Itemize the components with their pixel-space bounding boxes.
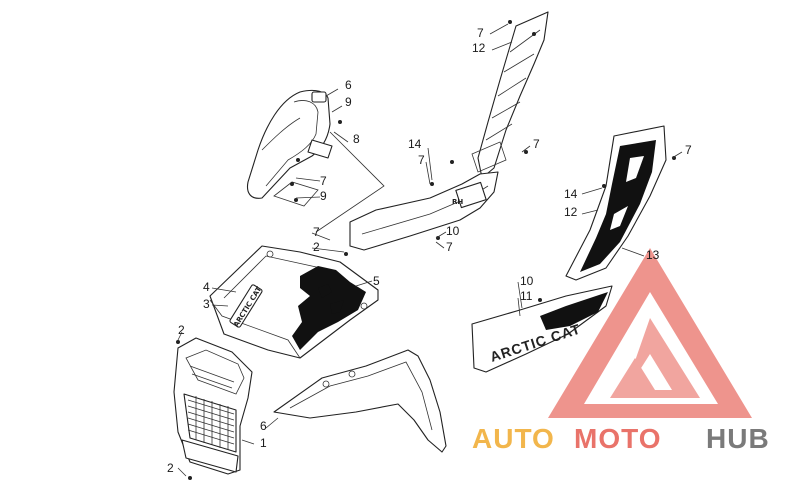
callout-13: 13	[646, 248, 660, 262]
callout-12: 12	[472, 41, 486, 55]
watermark-triangle	[548, 248, 752, 418]
watermark-word-moto: MOTO	[574, 423, 661, 454]
callout-6: 6	[345, 78, 352, 92]
hood-part: ARCTIC CAT	[209, 245, 379, 359]
callout-7: 7	[313, 225, 320, 239]
watermark-wordmark: AUTO MOTO HUB	[472, 423, 770, 454]
callout-7: 7	[418, 153, 425, 167]
hood-splash-decal	[292, 266, 366, 350]
callout-11: 11	[520, 289, 533, 303]
callout-6: 6	[260, 419, 267, 433]
side-decal-panel-part: ARCTIC CAT	[471, 125, 667, 373]
leader-lines	[177, 23, 683, 477]
callout-7: 7	[533, 137, 540, 151]
callout-3: 3	[203, 297, 210, 311]
callout-5: 5	[373, 274, 380, 288]
callout-7: 7	[477, 26, 484, 40]
callout-14: 14	[408, 137, 422, 151]
watermark-word-auto: AUTO	[472, 423, 555, 454]
callout-7: 7	[446, 240, 453, 254]
callout-9: 9	[320, 189, 327, 203]
front-fender-part	[273, 349, 447, 453]
callout-12: 12	[564, 205, 578, 219]
callout-9: 9	[345, 95, 352, 109]
callout-1: 1	[260, 436, 267, 450]
callout-7: 7	[685, 143, 692, 157]
callout-labels: 6 9 8 7 9 7 2 4 3 5 2 6 1 2 7 12 14 7 7 …	[167, 26, 692, 475]
watermark-triangle-inner	[610, 318, 700, 398]
headlight-bezel-part	[246, 89, 385, 233]
side-panel-right-part: RH	[349, 11, 549, 251]
callout-14: 14	[564, 187, 578, 201]
callout-10: 10	[446, 224, 460, 238]
callout-10: 10	[520, 274, 534, 288]
callout-2: 2	[178, 323, 185, 337]
callout-4: 4	[203, 280, 210, 294]
rh-mark: RH	[452, 198, 463, 206]
watermark-logo	[548, 248, 752, 418]
watermark-word-hub: HUB	[706, 423, 770, 454]
callout-2: 2	[313, 240, 320, 254]
grille-mesh	[187, 396, 235, 450]
callout-8: 8	[353, 132, 360, 146]
callout-7: 7	[320, 174, 327, 188]
callout-2: 2	[167, 461, 174, 475]
front-grille-part	[173, 337, 253, 475]
